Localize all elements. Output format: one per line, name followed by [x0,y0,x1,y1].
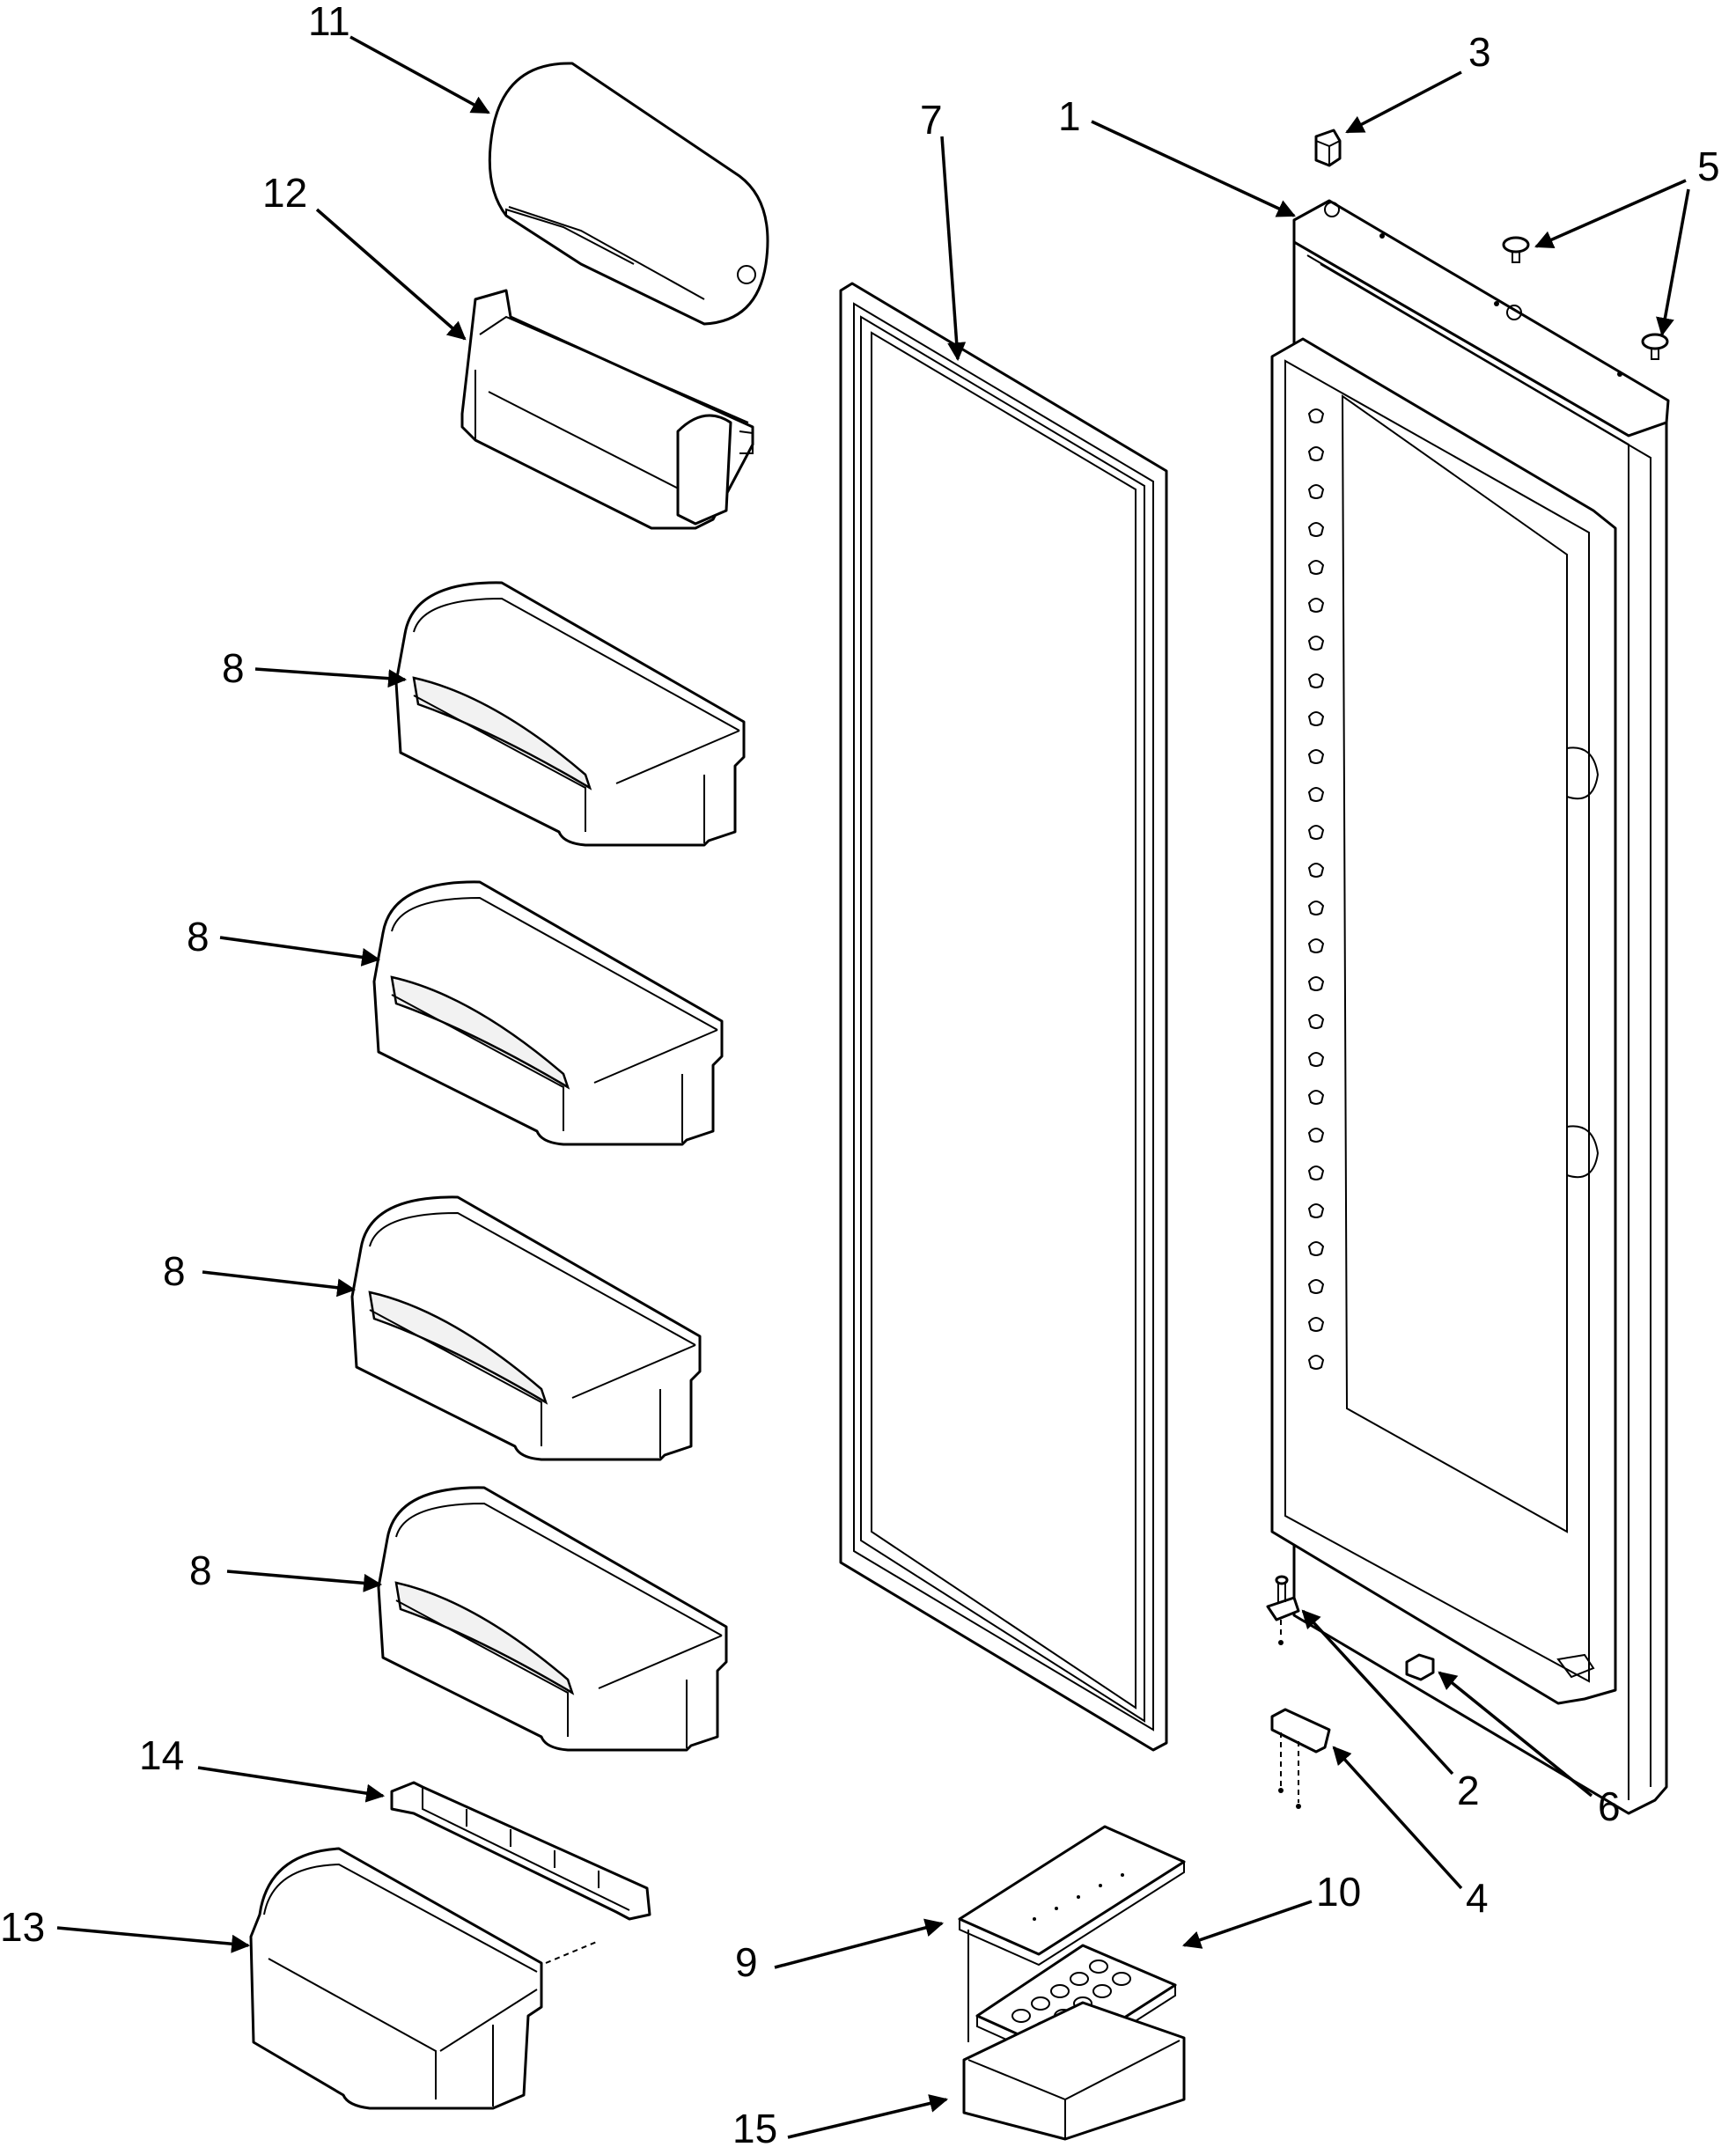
leader-10 [1182,1900,1313,1949]
callout-8-second: 8 [187,914,210,960]
bin-clip [1307,1203,1325,1218]
bin-clip [1307,1241,1325,1256]
bin-clip [1307,863,1325,878]
leader-1 [1091,120,1296,217]
callout-4: 4 [1466,1875,1489,1921]
bin-clip [1307,673,1325,688]
bin-clip [1307,1165,1325,1180]
callout-1: 1 [1058,93,1081,139]
callout-14: 14 [139,1732,184,1778]
part-1-door-assembly [1270,199,1670,1815]
bin-clip [1307,598,1325,613]
callout-8-first: 8 [222,645,245,691]
bin-clip [1307,1128,1325,1143]
part-9-egg-cover [958,1825,1186,2042]
leader-6 [1438,1671,1593,1798]
callout-5: 5 [1697,143,1720,189]
leader-14 [197,1766,386,1803]
bin-clip [1307,1090,1325,1105]
leader-9 [774,1918,945,1969]
bin-clip [1307,901,1325,915]
bin-clip [1307,1052,1325,1067]
callout-8-third: 8 [163,1248,186,1294]
part-5-plug-2 [1641,333,1669,360]
leader-lines [56,35,1690,2139]
part-6-door-stop [1405,1653,1435,1681]
egg-cup [1031,1996,1050,2011]
callout-8-fourth: 8 [189,1548,212,1593]
egg-cup [1089,1960,1108,1974]
callout-7: 7 [920,97,943,143]
part-7-door-gasket [839,282,1168,1752]
bin-clip [1307,938,1325,953]
bin-clip [1307,825,1325,840]
callout-13: 13 [0,1904,45,1950]
callout-3: 3 [1468,29,1491,75]
bin-clip [1307,560,1325,575]
bin-clip [1307,408,1325,423]
part-12-dairy-bin [460,289,754,530]
egg-cup [1070,1972,1089,1986]
callout-15: 15 [732,2106,777,2147]
bin-clip [1307,484,1325,499]
part-5-plug-1 [1502,236,1530,263]
bin-clip [1307,1014,1325,1029]
leader-15 [787,2094,949,2139]
bin-clip [1307,1317,1325,1332]
part-8-door-bin-3 [350,1195,702,1461]
part-3-hinge-bushing [1314,129,1342,167]
part-8-door-bin-4 [377,1486,728,1752]
bin-clip [1307,976,1325,991]
callout-11: 11 [308,0,350,44]
egg-cup [1050,1984,1070,1998]
callout-12: 12 [262,170,307,216]
leader-11 [349,35,490,114]
part-15-egg-bin [962,2001,1186,2141]
callout-9: 9 [735,1939,758,1985]
leader-5b [1656,188,1690,337]
bin-clip [1307,446,1325,461]
leader-3 [1345,70,1462,134]
part-14-bin-rail [390,1781,651,1921]
leader-8a [254,667,408,688]
bin-clip [1307,1355,1325,1370]
part-11-dairy-cover [488,62,769,326]
bin-clip [1307,1279,1325,1294]
leader-13 [56,1926,251,1953]
part-8-door-bin-2 [372,880,724,1146]
egg-cup [1011,2009,1031,2023]
part-4-hinge-bracket [1270,1708,1331,1809]
bin-clip [1307,711,1325,726]
part-2-hinge-pin [1266,1575,1300,1645]
leader-7 [940,136,967,362]
callout-6: 6 [1598,1783,1621,1829]
callout-2: 2 [1457,1768,1480,1813]
bin-clip [1307,749,1325,764]
leader-2 [1301,1609,1454,1776]
leader-12 [315,208,467,341]
callout-10: 10 [1316,1869,1361,1915]
bin-clip [1307,636,1325,651]
leader-8c [202,1270,357,1298]
bin-clip [1307,787,1325,802]
part-8-door-bin-1 [394,581,746,847]
leader-5a [1534,179,1687,248]
egg-cup [1112,1972,1131,1986]
bin-clip [1307,522,1325,537]
door-bin-ladder [1307,408,1325,1370]
leader-4 [1332,1746,1463,1890]
leader-8b [219,936,381,967]
egg-cup [1092,1984,1112,1998]
leader-8d [226,1570,383,1592]
part-13-large-bin [249,1847,600,2110]
